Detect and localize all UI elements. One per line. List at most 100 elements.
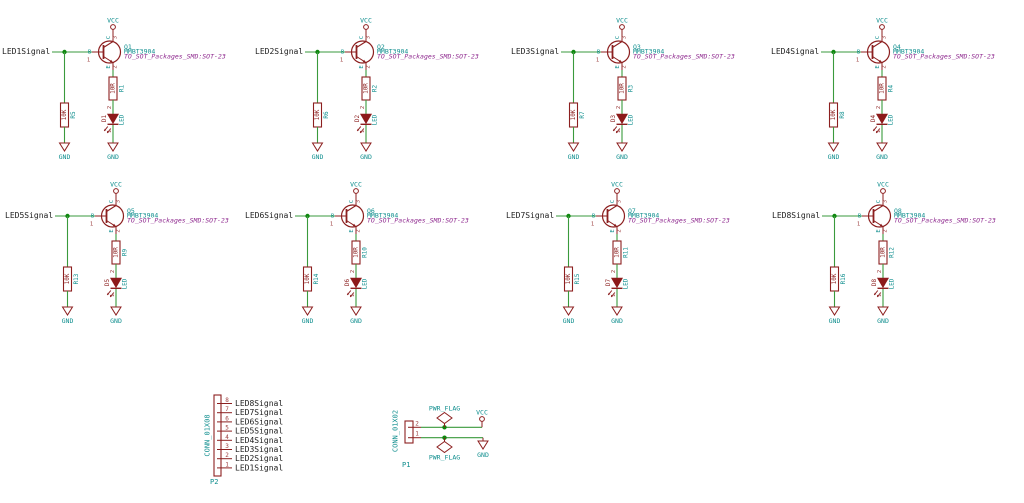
resistor-reference[interactable]: R14: [313, 273, 320, 284]
gnd-power-symbol[interactable]: GND: [360, 142, 372, 161]
vcc-power-symbol[interactable]: VCC: [476, 409, 488, 422]
footprint-label[interactable]: TO_SOT_Packages_SMD:SOT-23: [893, 52, 995, 60]
led-value[interactable]: LED: [887, 114, 894, 125]
value-label[interactable]: MMBT3904: [367, 212, 398, 220]
value-label[interactable]: MMBT3904: [893, 48, 924, 56]
resistor-reference[interactable]: R10: [362, 247, 369, 258]
footprint-label[interactable]: TO_SOT_Packages_SMD:SOT-23: [628, 216, 730, 224]
gnd-power-symbol[interactable]: GND: [827, 142, 840, 161]
reference-label[interactable]: Q8: [894, 207, 902, 215]
resistor-reference[interactable]: R1: [119, 85, 126, 93]
led-reference[interactable]: D1: [101, 115, 108, 123]
gnd-power-symbol[interactable]: GND: [58, 142, 71, 161]
resistor-reference[interactable]: R13: [73, 273, 80, 284]
resistor-reference[interactable]: R6: [323, 111, 330, 119]
vcc-power-symbol[interactable]: VCC: [611, 181, 623, 194]
net-label[interactable]: LED7Signal: [235, 408, 283, 417]
resistor-reference[interactable]: R8: [839, 111, 846, 119]
net-label[interactable]: LED6Signal: [235, 417, 283, 426]
footprint-label[interactable]: TO_SOT_Packages_SMD:SOT-23: [377, 52, 479, 60]
gnd-power-symbol[interactable]: GND: [477, 440, 489, 459]
resistor-value[interactable]: 10K: [314, 109, 321, 120]
gnd-power-symbol[interactable]: GND: [876, 142, 888, 161]
value-label[interactable]: MMBT3904: [894, 212, 925, 220]
resistor-reference[interactable]: R15: [574, 273, 581, 284]
led-reference[interactable]: D5: [104, 279, 111, 287]
led-reference[interactable]: D8: [871, 279, 878, 287]
led-reference[interactable]: D3: [610, 115, 617, 123]
resistor-value[interactable]: 10R: [878, 83, 885, 94]
reference-label[interactable]: Q5: [127, 207, 135, 215]
led-value[interactable]: LED: [121, 278, 128, 289]
gnd-power-symbol[interactable]: GND: [567, 142, 580, 161]
net-label[interactable]: LED8Signal: [772, 211, 820, 220]
resistor-value[interactable]: 10K: [831, 273, 838, 284]
resistor-reference[interactable]: R9: [122, 249, 129, 257]
gnd-power-symbol[interactable]: GND: [311, 142, 324, 161]
led-value[interactable]: LED: [627, 114, 634, 125]
resistor-value[interactable]: 10R: [618, 83, 625, 94]
gnd-power-symbol[interactable]: GND: [611, 306, 623, 325]
resistor-reference[interactable]: R12: [889, 247, 896, 258]
net-label[interactable]: LED8Signal: [235, 399, 283, 408]
value-label[interactable]: MMBT3904: [127, 212, 158, 220]
reference-label[interactable]: Q2: [377, 43, 385, 51]
pwr-flag-top[interactable]: PWR_FLAG: [429, 405, 460, 428]
resistor-reference[interactable]: R5: [70, 111, 77, 119]
gnd-power-symbol[interactable]: GND: [616, 142, 628, 161]
net-label[interactable]: LED2Signal: [255, 47, 303, 56]
led-reference[interactable]: D4: [870, 115, 877, 123]
resistor-value[interactable]: 10K: [570, 109, 577, 120]
footprint-label[interactable]: TO_SOT_Packages_SMD:SOT-23: [124, 52, 226, 60]
resistor-reference[interactable]: R4: [888, 85, 895, 93]
resistor-value[interactable]: 10K: [61, 109, 68, 120]
resistor-reference[interactable]: R11: [623, 247, 630, 258]
resistor-value[interactable]: 10R: [362, 83, 369, 94]
gnd-power-symbol[interactable]: GND: [110, 306, 122, 325]
led-reference[interactable]: D2: [354, 115, 361, 123]
vcc-power-symbol[interactable]: VCC: [350, 181, 362, 194]
gnd-power-symbol[interactable]: GND: [828, 306, 841, 325]
footprint-label[interactable]: TO_SOT_Packages_SMD:SOT-23: [127, 216, 229, 224]
reference-label[interactable]: Q4: [893, 43, 901, 51]
reference-label[interactable]: Q7: [628, 207, 636, 215]
connector-reference[interactable]: P1: [402, 461, 410, 469]
net-label[interactable]: LED5Signal: [235, 427, 283, 436]
net-label[interactable]: LED7Signal: [506, 211, 554, 220]
net-label[interactable]: LED5Signal: [5, 211, 53, 220]
net-label[interactable]: LED3Signal: [511, 47, 559, 56]
gnd-power-symbol[interactable]: GND: [562, 306, 575, 325]
reference-label[interactable]: Q1: [124, 43, 132, 51]
resistor-value[interactable]: 10K: [304, 273, 311, 284]
resistor-value[interactable]: 10R: [352, 247, 359, 258]
reference-label[interactable]: Q6: [367, 207, 375, 215]
resistor-value[interactable]: 10R: [112, 247, 119, 258]
value-label[interactable]: MMBT3904: [124, 48, 155, 56]
led-value[interactable]: LED: [888, 278, 895, 289]
net-label[interactable]: LED1Signal: [235, 463, 283, 472]
gnd-power-symbol[interactable]: GND: [301, 306, 314, 325]
reference-label[interactable]: Q3: [633, 43, 641, 51]
